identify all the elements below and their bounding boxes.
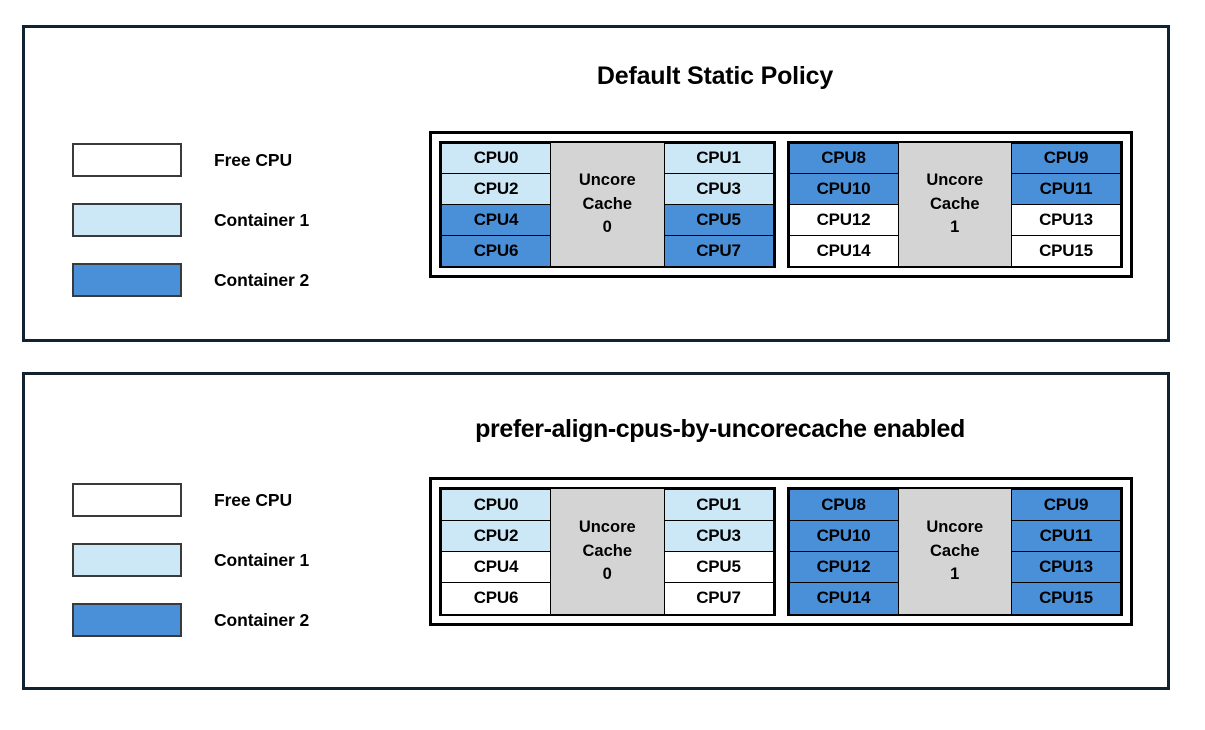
uncore-label-index: 1 <box>950 218 960 237</box>
legend-label-container-2: Container 2 <box>214 269 310 290</box>
cpu-cell: CPU3 <box>663 173 774 205</box>
cpu-column-left: CPU8 CPU10 CPU12 CPU14 <box>788 142 899 267</box>
page-title-top: Default Static Policy <box>596 62 834 90</box>
cpu-cell: CPU6 <box>441 582 551 615</box>
cpu-cell: CPU3 <box>663 519 774 552</box>
cpu-cell: CPU13 <box>1011 551 1121 584</box>
legend-item-container-2: Container 2 <box>72 250 309 310</box>
cpu-cell: CPU14 <box>788 582 899 615</box>
cpu-cell: CPU5 <box>663 551 774 584</box>
cpu-cell: CPU8 <box>788 488 899 521</box>
legend-swatch-container-2 <box>72 263 182 297</box>
cpu-cell: CPU8 <box>788 142 899 175</box>
cpu-cell: CPU12 <box>788 551 899 584</box>
cpu-cell: CPU4 <box>441 551 551 584</box>
uncore-label-index: 0 <box>602 565 612 584</box>
cpu-cell: CPU5 <box>663 204 774 236</box>
cpu-cell: CPU10 <box>788 519 899 552</box>
cpu-cell: CPU2 <box>441 519 551 552</box>
socket-uncore-cache-1: CPU8 CPU10 CPU12 CPU14 Uncore Cache 1 CP… <box>786 487 1123 616</box>
uncore-label-line1: Uncore <box>926 171 984 190</box>
cpu-column-right: CPU1 CPU3 CPU5 CPU7 <box>663 142 774 267</box>
legend-bottom: Free CPU Container 1 Container 2 <box>72 470 309 650</box>
cpu-column-right: CPU9 CPU11 CPU13 CPU15 <box>1011 142 1121 267</box>
cpu-cell: CPU15 <box>1011 234 1121 267</box>
cpu-cell: CPU14 <box>788 234 899 267</box>
cpu-column-right: CPU9 CPU11 CPU13 CPU15 <box>1011 488 1121 615</box>
cpu-column-left: CPU0 CPU2 CPU4 CPU6 <box>441 142 551 267</box>
legend-swatch-free-cpu <box>72 143 182 177</box>
cpu-cell: CPU7 <box>663 582 774 615</box>
legend-swatch-container-1 <box>72 543 182 577</box>
uncore-label-index: 0 <box>602 218 612 237</box>
cpu-column-left: CPU0 CPU2 CPU4 CPU6 <box>441 488 551 615</box>
uncore-label-line1: Uncore <box>926 518 984 537</box>
socket-uncore-cache-0: CPU0 CPU2 CPU4 CPU6 Uncore Cache 0 CPU1 … <box>439 141 776 268</box>
legend-item-container-1: Container 1 <box>72 190 309 250</box>
uncore-label-line2: Cache <box>582 194 633 213</box>
cpu-topology-diagram-bottom: CPU0 CPU2 CPU4 CPU6 Uncore Cache 0 CPU1 … <box>429 477 1133 626</box>
legend-label-container-2: Container 2 <box>214 609 310 630</box>
socket-uncore-cache-1: CPU8 CPU10 CPU12 CPU14 Uncore Cache 1 CP… <box>786 141 1123 268</box>
legend-item-container-2: Container 2 <box>72 590 309 650</box>
cpu-column-left: CPU8 CPU10 CPU12 CPU14 <box>788 488 899 615</box>
cpu-cell: CPU15 <box>1011 582 1121 615</box>
legend-item-container-1: Container 1 <box>72 530 309 590</box>
cpu-cell: CPU11 <box>1011 173 1121 205</box>
legend-swatch-container-2 <box>72 603 182 637</box>
legend-label-free-cpu: Free CPU <box>214 489 292 510</box>
legend-item-free-cpu: Free CPU <box>72 130 309 190</box>
cpu-topology-diagram-top: CPU0 CPU2 CPU4 CPU6 Uncore Cache 0 CPU1 … <box>429 131 1133 278</box>
legend-swatch-free-cpu <box>72 483 182 517</box>
cpu-cell: CPU9 <box>1011 142 1121 175</box>
uncore-label-line2: Cache <box>929 194 980 213</box>
cpu-cell: CPU10 <box>788 173 899 205</box>
uncore-cache-block: Uncore Cache 1 <box>898 489 1011 614</box>
cpu-column-right: CPU1 CPU3 CPU5 CPU7 <box>663 488 774 615</box>
cpu-cell: CPU0 <box>441 142 551 175</box>
uncore-label-line2: Cache <box>582 541 633 560</box>
cpu-cell: CPU7 <box>663 234 774 267</box>
cpu-cell: CPU1 <box>663 142 774 175</box>
uncore-label-index: 1 <box>950 565 960 584</box>
page-title-bottom: prefer-align-cpus-by-uncorecache enabled <box>475 415 965 443</box>
uncore-cache-block: Uncore Cache 0 <box>551 489 664 614</box>
cpu-cell: CPU2 <box>441 173 551 205</box>
cpu-cell: CPU0 <box>441 488 551 521</box>
uncore-cache-block: Uncore Cache 0 <box>551 143 664 266</box>
cpu-cell: CPU9 <box>1011 488 1121 521</box>
cpu-cell: CPU13 <box>1011 204 1121 236</box>
legend-label-free-cpu: Free CPU <box>214 149 292 170</box>
cpu-cell: CPU1 <box>663 488 774 521</box>
uncore-cache-block: Uncore Cache 1 <box>898 143 1011 266</box>
socket-uncore-cache-0: CPU0 CPU2 CPU4 CPU6 Uncore Cache 0 CPU1 … <box>439 487 776 616</box>
uncore-label-line2: Cache <box>929 541 980 560</box>
legend-swatch-container-1 <box>72 203 182 237</box>
cpu-cell: CPU6 <box>441 234 551 267</box>
cpu-cell: CPU12 <box>788 204 899 236</box>
uncore-label-line1: Uncore <box>578 518 636 537</box>
cpu-cell: CPU4 <box>441 204 551 236</box>
legend-top: Free CPU Container 1 Container 2 <box>72 130 309 310</box>
uncore-label-line1: Uncore <box>578 171 636 190</box>
cpu-cell: CPU11 <box>1011 519 1121 552</box>
legend-label-container-1: Container 1 <box>214 549 310 570</box>
legend-label-container-1: Container 1 <box>214 209 310 230</box>
legend-item-free-cpu: Free CPU <box>72 470 309 530</box>
